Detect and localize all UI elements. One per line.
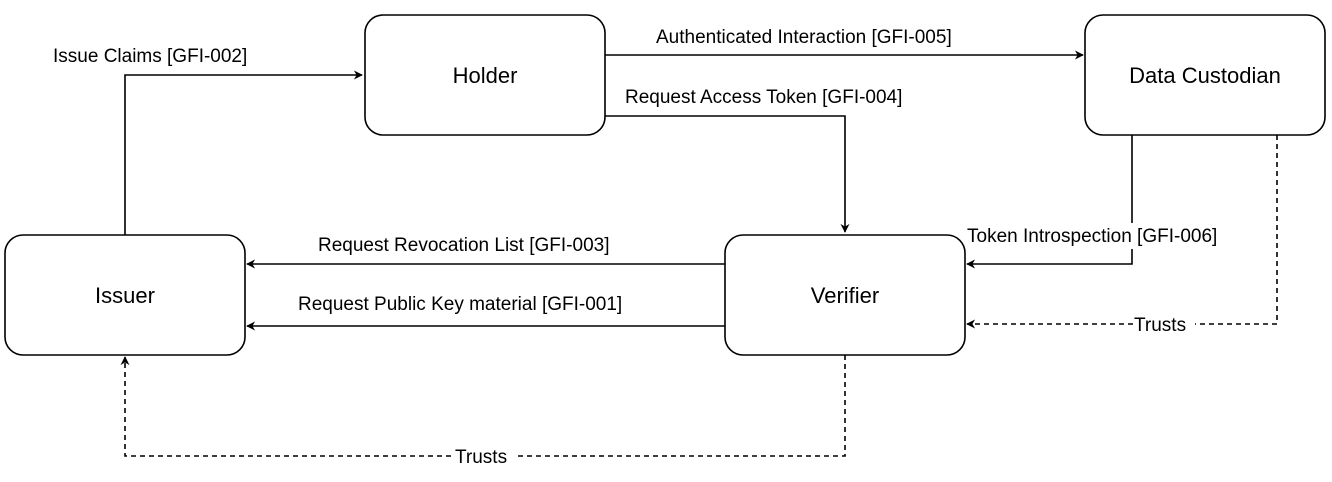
edge-label-request-public-key: Request Public Key material [GFI-001]: [298, 294, 622, 315]
node-data-custodian: Data Custodian: [1084, 14, 1326, 136]
node-label-verifier: Verifier: [811, 283, 879, 308]
node-label-data-custodian: Data Custodian: [1129, 63, 1281, 88]
edge-label-request-revocation-list: Request Revocation List [GFI-003]: [318, 235, 609, 256]
edge-trusts-verifier-issuer: [120, 355, 846, 457]
edge-label-request-access-token: Request Access Token [GFI-004]: [625, 87, 902, 108]
node-holder: Holder: [364, 14, 606, 136]
edge-label-trusts-verifier-issuer: Trusts: [455, 447, 507, 468]
node-verifier: Verifier: [724, 234, 966, 356]
edge-issue-claims: [124, 70, 363, 235]
edge-trusts-custodian-verifier: [966, 135, 1278, 329]
edge-request-access-token: [605, 115, 850, 233]
edge-token-introspection: [966, 135, 1133, 269]
edge-label-authenticated-interaction: Authenticated Interaction [GFI-005]: [656, 27, 952, 48]
edge-label-issue-claims: Issue Claims [GFI-002]: [53, 46, 247, 67]
node-label-holder: Holder: [453, 63, 518, 88]
edge-label-token-introspection: Token Introspection [GFI-006]: [967, 226, 1217, 247]
node-issuer: Issuer: [4, 234, 246, 356]
edge-label-trusts-custodian-verifier: Trusts: [1134, 315, 1186, 336]
node-label-issuer: Issuer: [95, 283, 155, 308]
